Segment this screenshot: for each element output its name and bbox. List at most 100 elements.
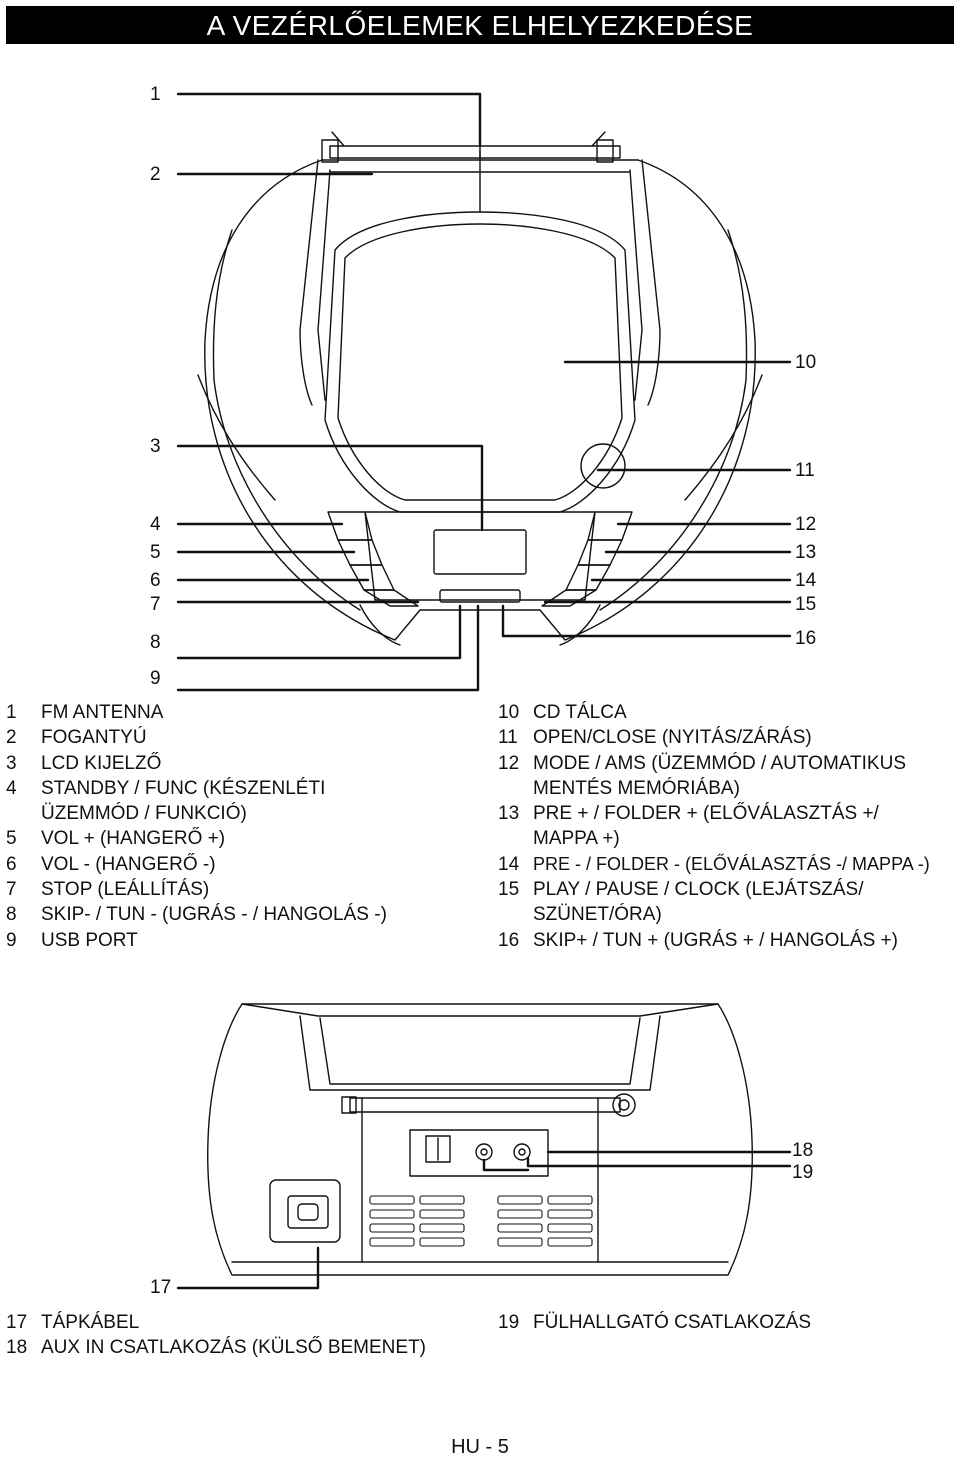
legend-number: 19 [498, 1312, 520, 1333]
legend-text: MENTÉS MEMÓRIÁBA) [533, 777, 740, 799]
callout-1: 1 [150, 84, 161, 105]
legend-text: FÜLHALLGATÓ CSATLAKOZÁS [533, 1312, 812, 1333]
legend-text: MAPPA +) [533, 828, 620, 850]
callout-15: 15 [795, 594, 817, 615]
legend-number: 18 [6, 1337, 28, 1359]
legend-row: 11 OPEN/CLOSE (NYITÁS/ZÁRÁS) [498, 725, 958, 750]
legend-number [498, 826, 533, 851]
page-number: HU - 5 [451, 1436, 509, 1458]
callout-5: 5 [150, 542, 161, 563]
legend-number: 10 [498, 702, 520, 723]
callout-4: 4 [150, 514, 161, 535]
legend-right: 10 CD TÁLCA 11 OPEN/CLOSE (NYITÁS/ZÁRÁS) 1… [498, 700, 958, 953]
legend-row: 2 FOGANTYÚ [6, 725, 476, 750]
legend-bottom-left: 17 TÁPKÁBEL 18 AUX IN CSATLAKOZÁS (KÜLSŐ B… [6, 1310, 486, 1361]
legend-number: 11 [498, 727, 518, 749]
legend-number: 16 [498, 929, 520, 951]
legend-text: AUX IN CSATLAKOZÁS (KÜLSŐ BEMENET) [41, 1337, 427, 1359]
callout-7: 7 [150, 594, 161, 615]
callout-16: 16 [795, 628, 817, 649]
legend-text: FOGANTYÚ [41, 727, 147, 749]
legend-row: 14 PRE - / FOLDER - (ELŐVÁLASZTÁS -/ MAPP… [498, 852, 958, 877]
legend-row: 5 VOL + (HANGERŐ +) [6, 826, 476, 851]
legend-row: 12 MODE / AMS (ÜZEMMÓD / AUTOMATIKUS [498, 751, 958, 776]
legend-row: 16 SKIP+ / TUN + (UGRÁS + / HANGOLÁS +) [498, 928, 958, 953]
legend-number: 15 [498, 879, 520, 901]
callout-2: 2 [150, 164, 161, 185]
front-callout-lines [176, 92, 792, 692]
legend-number [498, 902, 533, 927]
legend-text: STANDBY / FUNC (KÉSZENLÉTI [41, 777, 326, 799]
callout-6: 6 [150, 570, 161, 591]
legend-number: 1 [6, 702, 17, 723]
legend-row: 3 LCD KIJELZŐ [6, 751, 476, 776]
legend-row: MAPPA +) [498, 826, 958, 851]
legend-left: 1 FM ANTENNA 2 FOGANTYÚ 3 LCD KIJELZŐ 4 STAN… [6, 700, 476, 953]
legend-text: VOL - (HANGERŐ -) [41, 853, 216, 875]
legend-row: 15 PLAY / PAUSE / CLOCK (LEJÁTSZÁS/ [498, 877, 958, 902]
legend-row: ÜZEMMÓD / FUNKCIÓ) [6, 801, 476, 826]
back-view-drawing [207, 1003, 753, 1276]
legend-text: PLAY / PAUSE / CLOCK (LEJÁTSZÁS/ [533, 879, 864, 901]
legend-row: 19 FÜLHALLGATÓ CSATLAKOZÁS [498, 1310, 958, 1335]
legend-text: LCD KIJELZŐ [41, 752, 162, 774]
callout-17: 17 [150, 1277, 172, 1298]
callout-3: 3 [150, 436, 161, 457]
legend-text: USB PORT [41, 929, 138, 951]
legend-row: 8 SKIP- / TUN - (UGRÁS - / HANGOLÁS -) [6, 902, 476, 927]
callout-10: 10 [795, 352, 817, 373]
legend-text: MODE / AMS (ÜZEMMÓD / AUTOMATIKUS [533, 752, 906, 774]
legend-number: 17 [6, 1312, 28, 1333]
legend-text: ÜZEMMÓD / FUNKCIÓ) [41, 803, 247, 825]
legend-row: MENTÉS MEMÓRIÁBA) [498, 776, 958, 801]
callout-13: 13 [795, 542, 817, 563]
callout-19: 19 [792, 1162, 814, 1183]
legend-number: 4 [6, 777, 17, 799]
legend-text: TÁPKÁBEL [41, 1312, 140, 1333]
legend-number: 5 [6, 828, 17, 850]
legend-number [498, 776, 533, 801]
legend-row: SZÜNET/ÓRA) [498, 902, 958, 927]
legend-text: FM ANTENNA [41, 702, 164, 723]
callout-11: 11 [795, 460, 815, 481]
page-title-bar: A VEZÉRLŐELEMEK ELHELYEZKEDÉSE [6, 6, 954, 44]
legend-number: 9 [6, 929, 17, 951]
legend-row: 7 STOP (LEÁLLÍTÁS) [6, 877, 476, 902]
legend-text: SZÜNET/ÓRA) [533, 904, 662, 926]
legend-number [6, 801, 41, 826]
legend-bottom-right: 19 FÜLHALLGATÓ CSATLAKOZÁS [498, 1310, 958, 1335]
legend-row: 4 STANDBY / FUNC (KÉSZENLÉTI [6, 776, 476, 801]
legend-number: 2 [6, 727, 17, 749]
legend-row: 17 TÁPKÁBEL [6, 1310, 486, 1335]
callout-14: 14 [795, 570, 817, 591]
legend-row: 13 PRE + / FOLDER + (ELŐVÁLASZTÁS +/ [498, 801, 958, 826]
legend-text: OPEN/CLOSE (NYITÁS/ZÁRÁS) [533, 727, 812, 749]
legend-row: 6 VOL - (HANGERŐ -) [6, 852, 476, 877]
callout-12: 12 [795, 514, 817, 535]
legend-text: SKIP+ / TUN + (UGRÁS + / HANGOLÁS +) [533, 929, 898, 951]
legend-text: PRE - / FOLDER - (ELŐVÁLASZTÁS -/ MAPPA … [533, 853, 930, 874]
callout-9: 9 [150, 668, 161, 689]
callout-8: 8 [150, 632, 161, 653]
legend-text: VOL + (HANGERŐ +) [41, 828, 226, 850]
legend-text: STOP (LEÁLLÍTÁS) [41, 879, 210, 901]
front-view-drawing [197, 131, 763, 646]
back-callout-lines [176, 1150, 792, 1290]
legend-number: 14 [498, 853, 520, 875]
legend-text: SKIP- / TUN - (UGRÁS - / HANGOLÁS -) [41, 904, 387, 926]
legend-row: 9 USB PORT [6, 928, 476, 953]
legend-number: 13 [498, 803, 520, 825]
legend-row: 10 CD TÁLCA [498, 700, 958, 725]
legend-number: 6 [6, 853, 17, 875]
legend-number: 8 [6, 904, 17, 926]
legend-row: 1 FM ANTENNA [6, 700, 476, 725]
legend-number: 3 [6, 752, 17, 774]
legend-row: 18 AUX IN CSATLAKOZÁS (KÜLSŐ BEMENET) [6, 1335, 486, 1360]
legend-number: 7 [6, 879, 17, 901]
legend-text: PRE + / FOLDER + (ELŐVÁLASZTÁS +/ [533, 803, 879, 825]
legend-number: 12 [498, 752, 520, 774]
callout-18: 18 [792, 1140, 814, 1161]
page-title: A VEZÉRLŐELEMEK ELHELYEZKEDÉSE [206, 10, 754, 41]
legend-text: CD TÁLCA [533, 702, 627, 723]
